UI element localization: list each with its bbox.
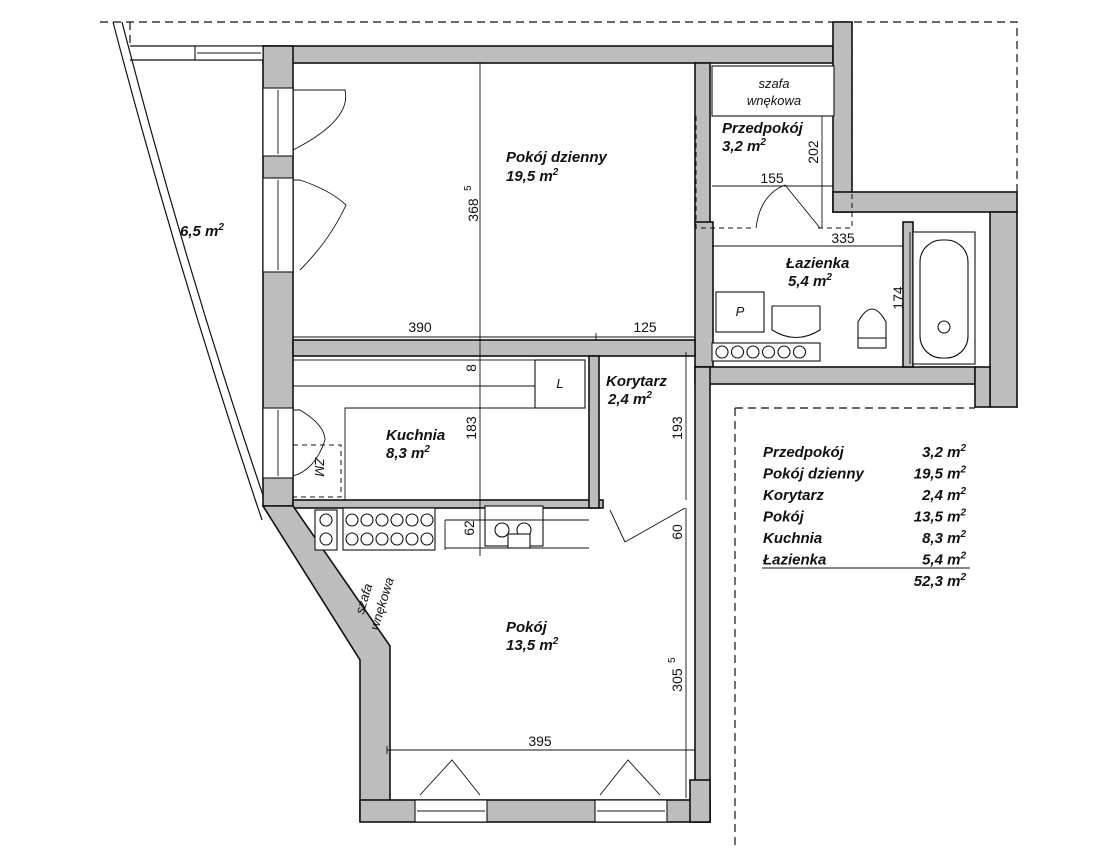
fridge-label: L — [556, 376, 563, 391]
dim-202: 202 — [805, 140, 821, 164]
living-area: 19,5 m2 — [506, 167, 559, 185]
washer-label: P — [736, 304, 745, 319]
burner-circle — [375, 532, 389, 546]
dim-395: 395 — [528, 733, 552, 749]
kitchen-area: 8,3 m2 — [386, 444, 430, 462]
hall-wardrobe-line2: wnękowa — [747, 93, 801, 108]
bath-burner-row — [715, 345, 807, 359]
dim-174: 174 — [890, 286, 906, 310]
burner-circle — [715, 345, 729, 359]
hall-wardrobe: szafa wnękowa — [695, 65, 853, 229]
bath-fixtures: P — [711, 231, 976, 365]
summary-total: 52,3 m2 — [914, 572, 967, 590]
burner-circle — [360, 513, 374, 527]
summary-row-name: Pokój dzienny — [763, 466, 865, 483]
summary-row-name: Pokój — [763, 509, 805, 526]
kitchen-fixtures: L ZM — [292, 359, 589, 551]
hall-name: Przedpokój — [722, 120, 804, 137]
lower-wardrobe-line2: wnękowa — [367, 576, 397, 632]
walls — [261, 21, 1018, 823]
summary-row-name: Przedpokój — [763, 444, 845, 461]
summary-row-area: 19,5 m2 — [914, 465, 967, 483]
burner-circle — [360, 532, 374, 546]
burner-circle — [730, 345, 745, 359]
balcony-area: 6,5 m2 — [180, 222, 224, 240]
summary-row-area: 8,3 m2 — [922, 529, 966, 547]
summary-row-area: 13,5 m2 — [914, 508, 967, 526]
burner-circle — [405, 513, 419, 527]
burner-circle — [319, 513, 333, 527]
dim-368-sup: 5 — [463, 185, 474, 191]
hall-wardrobe-line1: szafa — [758, 76, 789, 91]
dim-155: 155 — [760, 170, 784, 186]
dim-305-sup: 5 — [667, 657, 678, 663]
living-name: Pokój dzienny — [506, 149, 608, 166]
balcony — [112, 21, 269, 521]
burner-circle — [761, 345, 776, 359]
room-name: Pokój — [506, 619, 548, 636]
burner-circle — [345, 532, 359, 546]
hall-area: 3,2 m2 — [722, 137, 766, 155]
dim-125: 125 — [633, 319, 657, 335]
burner-circle — [390, 513, 404, 527]
dim-8: 8 — [463, 364, 479, 372]
room-labels: Pokój dzienny 19,5 m2 Przedpokój 3,2 m2 … — [180, 120, 849, 654]
windows — [194, 45, 668, 823]
bath-name: Łazienka — [785, 255, 849, 272]
kitchen-burner-grid — [319, 513, 434, 546]
dim-60: 60 — [669, 524, 685, 540]
dim-183: 183 — [463, 416, 479, 440]
outer-boundary — [100, 21, 1018, 845]
dim-335: 335 — [831, 230, 855, 246]
kitchen-name: Kuchnia — [386, 427, 445, 444]
dim-390: 390 — [408, 319, 432, 335]
dim-368: 368 — [465, 198, 481, 222]
dimension-lines — [292, 63, 911, 798]
burner-circle — [405, 532, 419, 546]
summary-row-name: Łazienka — [762, 552, 826, 569]
dimension-labels: 390 125 368 5 155 202 335 174 8 183 193 … — [408, 140, 906, 749]
corridor-area: 2,4 m2 — [607, 390, 652, 408]
burner-circle — [420, 513, 434, 527]
burner-circle — [345, 513, 359, 527]
burner-circle — [420, 532, 434, 546]
bath-area: 5,4 m2 — [788, 272, 832, 290]
summary-row-area: 2,4 m2 — [921, 486, 966, 504]
summary-row-name: Korytarz — [763, 487, 824, 504]
door-swings — [292, 89, 821, 796]
summary-row-area: 3,2 m2 — [922, 443, 966, 461]
area-summary: Przedpokój 3,2 m2 Pokój dzienny 19,5 m2 Kory… — [762, 443, 970, 590]
dim-193: 193 — [669, 416, 685, 440]
summary-row-name: Kuchnia — [763, 530, 822, 547]
burner-circle — [375, 513, 389, 527]
dim-305: 305 — [669, 668, 685, 692]
burner-circle — [319, 532, 333, 546]
burner-circle — [777, 345, 791, 359]
dim-62: 62 — [461, 520, 477, 536]
room-area: 13,5 m2 — [506, 636, 559, 654]
burner-circle — [390, 532, 404, 546]
zm-label: ZM — [312, 457, 327, 477]
burner-circle — [746, 345, 760, 359]
summary-rows: Przedpokój 3,2 m2 Pokój dzienny 19,5 m2 Kory… — [762, 443, 966, 569]
burner-circle — [792, 345, 807, 359]
corridor-name: Korytarz — [606, 373, 667, 390]
summary-row-area: 5,4 m2 — [922, 551, 966, 569]
